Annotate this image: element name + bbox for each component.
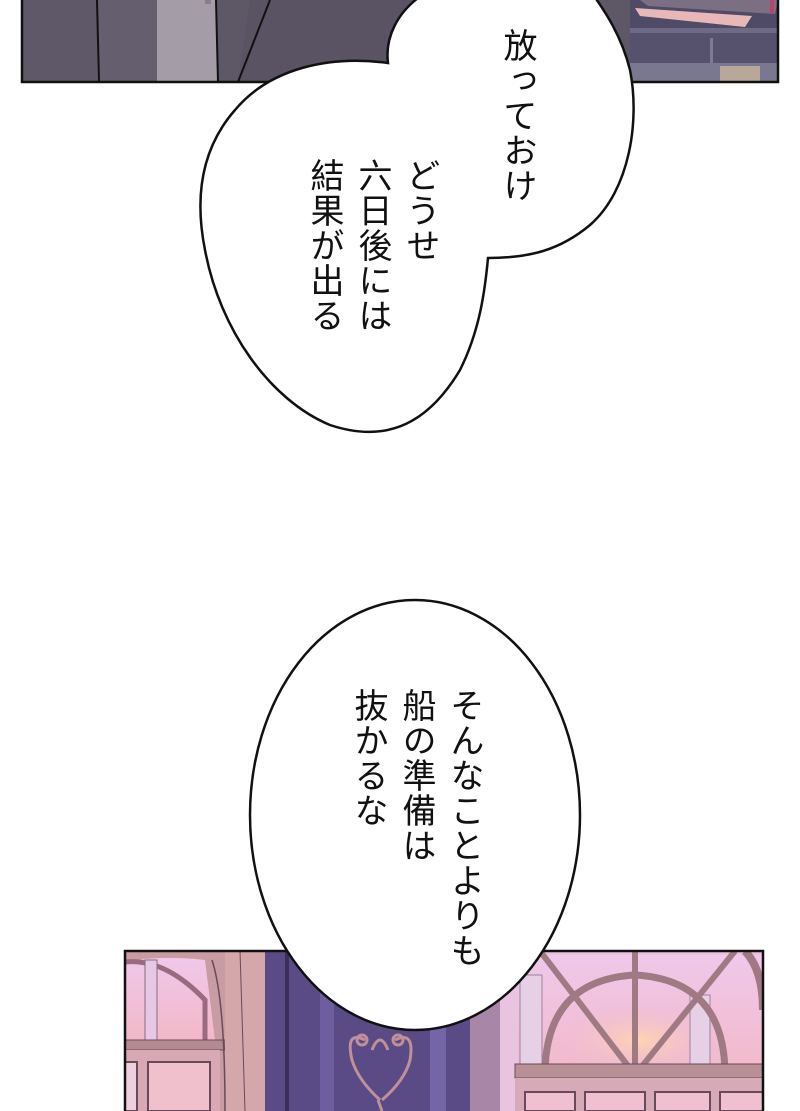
- bubble-2-line-1: どうせ: [400, 158, 440, 263]
- bubble-3-line-1: そんなことよりも: [444, 688, 484, 968]
- top-panel: [22, 0, 778, 82]
- speech-bubble-1-2: [199, 0, 635, 434]
- speech-bubble-3: [248, 598, 582, 1032]
- bubble-1-line-1: 放っておけ: [497, 28, 537, 203]
- ornament: [348, 1033, 413, 1111]
- bubble-3-line-2: 船の準備は: [396, 688, 436, 863]
- bubble-2-line-2: 六日後には: [352, 158, 392, 333]
- bubble-2-line-3: 結果が出る: [304, 158, 344, 333]
- bubble-3-line-3: 抜かるな: [348, 688, 388, 828]
